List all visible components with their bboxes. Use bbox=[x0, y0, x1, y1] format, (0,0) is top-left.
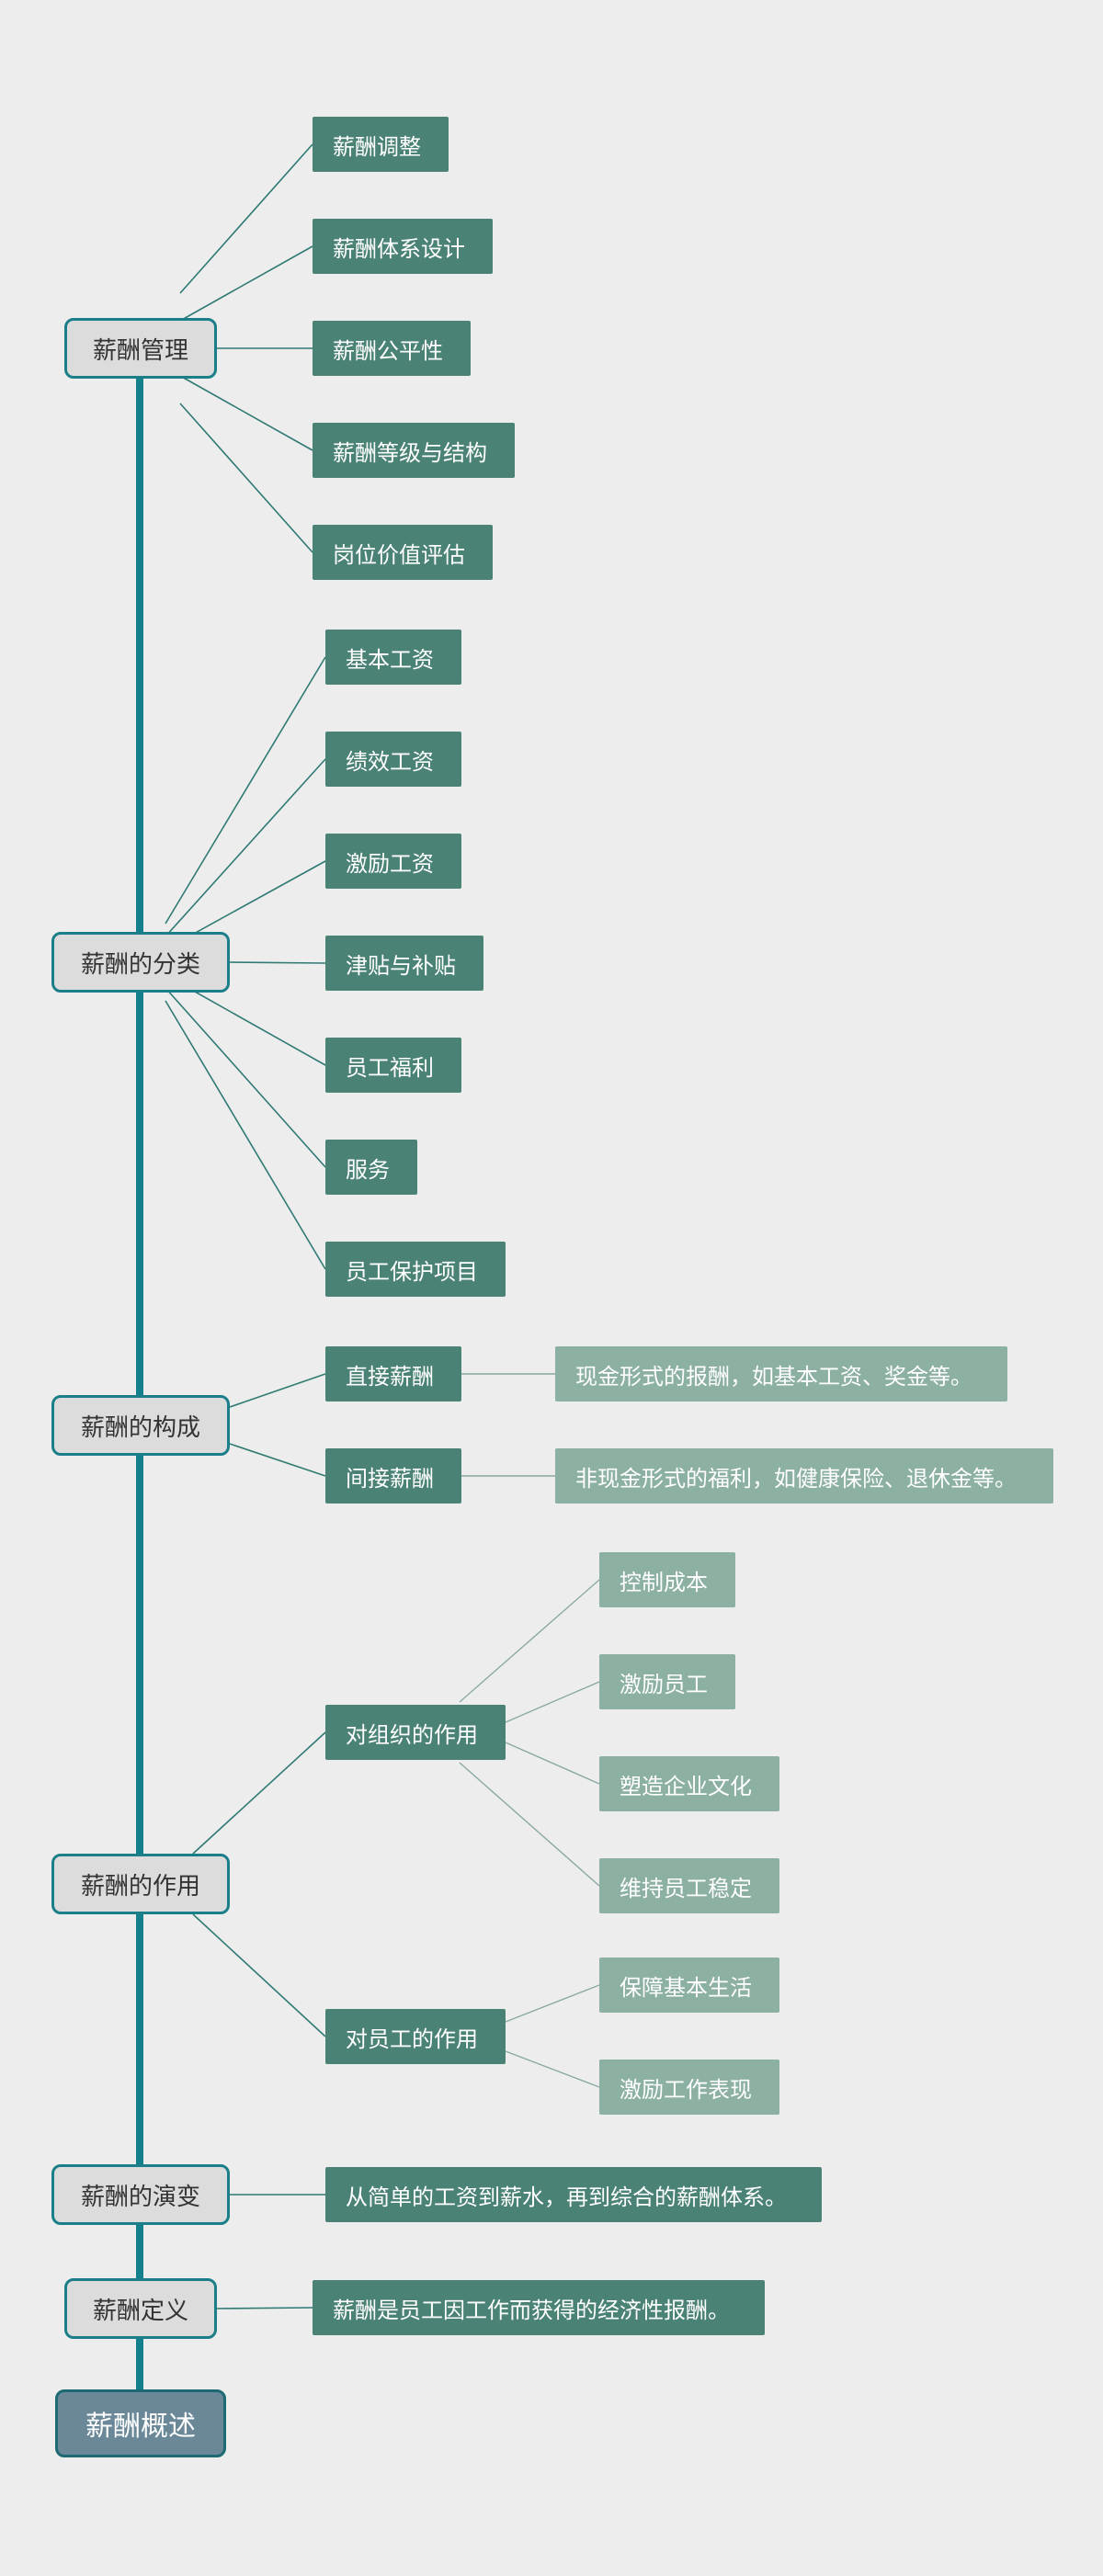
branch-line bbox=[192, 1913, 326, 2037]
branch-line bbox=[179, 143, 313, 294]
detail-line bbox=[505, 1742, 600, 1785]
leaf-node: 间接薪酬 bbox=[325, 1448, 461, 1504]
detail-line bbox=[505, 2050, 600, 2088]
leaf-node: 薪酬等级与结构 bbox=[313, 423, 515, 478]
leaf-node: 保障基本生活 bbox=[599, 1958, 779, 2013]
leaf-node: 激励员工 bbox=[599, 1654, 735, 1709]
detail-node: 非现金形式的福利，如健康保险、退休金等。 bbox=[555, 1448, 1053, 1504]
leaf-node: 激励工作表现 bbox=[599, 2060, 779, 2115]
category-node-classification: 薪酬的分类 bbox=[51, 932, 230, 993]
leaf-node: 薪酬体系设计 bbox=[313, 219, 493, 274]
leaf-node: 维持员工稳定 bbox=[599, 1858, 779, 1913]
category-node-definition: 薪酬定义 bbox=[64, 2278, 217, 2339]
branch-line bbox=[192, 1731, 326, 1855]
leaf-node: 员工保护项目 bbox=[325, 1242, 506, 1297]
category-node-evolution: 薪酬的演变 bbox=[51, 2164, 230, 2225]
leaf-node: 直接薪酬 bbox=[325, 1346, 461, 1401]
detail-line bbox=[505, 1984, 600, 2023]
leaf-node: 岗位价值评估 bbox=[313, 525, 493, 580]
branch-line bbox=[165, 656, 326, 925]
detail-node: 薪酬是员工因工作而获得的经济性报酬。 bbox=[313, 2280, 765, 2335]
branch-line bbox=[179, 375, 313, 451]
root-node: 薪酬概述 bbox=[55, 2389, 226, 2457]
leaf-node: 员工福利 bbox=[325, 1038, 461, 1093]
branch-line bbox=[179, 245, 313, 322]
sub-node-org: 对组织的作用 bbox=[325, 1705, 506, 1760]
detail-node: 现金形式的报酬，如基本工资、奖金等。 bbox=[555, 1346, 1007, 1401]
detail-node: 从简单的工资到薪水，再到综合的薪酬体系。 bbox=[325, 2167, 822, 2222]
category-node-management: 薪酬管理 bbox=[64, 318, 217, 379]
branch-line bbox=[229, 1443, 326, 1477]
branch-line bbox=[165, 1000, 326, 1270]
detail-line bbox=[459, 1762, 600, 1887]
leaf-node: 基本工资 bbox=[325, 630, 461, 685]
category-node-composition: 薪酬的构成 bbox=[51, 1395, 230, 1456]
leaf-node: 控制成本 bbox=[599, 1552, 735, 1607]
sub-node-emp: 对员工的作用 bbox=[325, 2009, 506, 2064]
detail-line bbox=[505, 1681, 600, 1723]
branch-line bbox=[179, 403, 313, 553]
leaf-node: 激励工资 bbox=[325, 834, 461, 889]
branch-line bbox=[216, 2307, 313, 2309]
branch-line bbox=[165, 758, 326, 937]
main-trunk bbox=[136, 363, 143, 2408]
leaf-node: 服务 bbox=[325, 1140, 417, 1195]
detail-line bbox=[459, 1579, 600, 1703]
leaf-node: 塑造企业文化 bbox=[599, 1756, 779, 1811]
leaf-node: 薪酬调整 bbox=[313, 117, 449, 172]
branch-line bbox=[229, 1373, 326, 1408]
branch-line bbox=[165, 987, 326, 1168]
branch-line bbox=[229, 961, 326, 964]
leaf-node: 绩效工资 bbox=[325, 732, 461, 787]
leaf-node: 津贴与补贴 bbox=[325, 936, 483, 991]
leaf-node: 薪酬公平性 bbox=[313, 321, 471, 376]
category-node-role: 薪酬的作用 bbox=[51, 1854, 230, 1914]
